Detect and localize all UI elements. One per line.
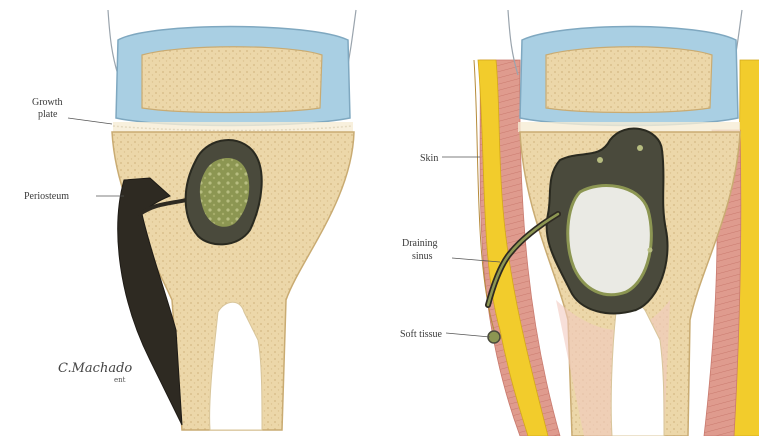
label-growth-plate-1: Growth — [32, 97, 63, 108]
right-sequestrum — [568, 186, 652, 295]
left-bone-diagram: Growth plate Periosteum C.Machado ent — [24, 10, 356, 430]
pus-speck — [648, 248, 653, 253]
label-draining-1: Draining — [402, 238, 438, 249]
right-bone-diagram: Skin Draining sinus Soft tissue — [400, 10, 759, 436]
label-soft-tissue: Soft tissue — [400, 329, 443, 340]
label-draining-2: sinus — [412, 251, 433, 262]
left-epiphysis — [142, 47, 322, 113]
growth-plate-leader — [68, 118, 112, 124]
artist-signature: C.Machado — [58, 361, 132, 376]
label-periosteum: Periosteum — [24, 191, 69, 202]
right-epiphysis — [546, 47, 712, 113]
pus-speck — [597, 157, 603, 163]
artist-signature-suffix: ent — [114, 376, 126, 384]
left-outer-outline-left — [108, 10, 118, 75]
soft-tissue-leader — [446, 333, 490, 337]
left-growth-plate — [113, 122, 353, 132]
label-skin: Skin — [420, 153, 438, 164]
pus-speck — [637, 145, 643, 151]
label-growth-plate-2: plate — [38, 109, 58, 120]
